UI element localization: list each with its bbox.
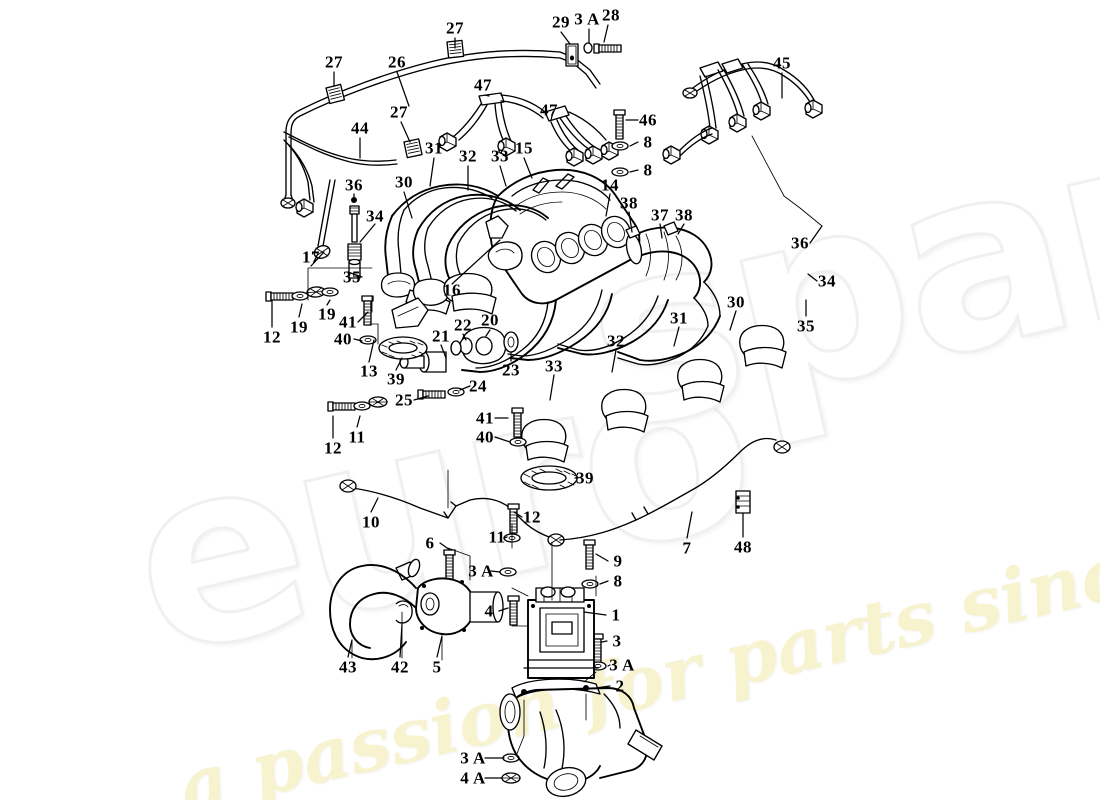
callout-number: 19 [290,317,308,337]
callout-number: 47 [540,100,558,120]
callout-number: 40 [334,329,352,349]
callout-number: 33 [491,146,509,166]
callout-number: 36 [791,233,809,253]
callout-number: 3 A [460,748,486,768]
callout-number: 40 [476,427,494,447]
callout-number: 20 [481,310,499,330]
ignition-wire-set-45 [662,58,823,165]
callout-number: 16 [443,280,461,300]
hose-43 [329,558,421,661]
callout-number: 24 [469,376,487,396]
callout-number: 48 [734,537,752,557]
callout-number: 31 [670,308,688,328]
bracket-29-hardware [565,42,622,67]
callout-number: 27 [325,52,343,72]
callout-number: 28 [602,5,620,25]
callout-number: 38 [675,205,693,225]
callout-number: 42 [391,657,409,677]
callout-number: 41 [339,312,357,332]
callout-number: 15 [515,138,533,158]
callout-number: 46 [639,110,657,130]
callout-number: 31 [425,138,443,158]
intake-manifold-left-runners [380,183,549,315]
intake-elbow-duct [499,687,663,798]
fuel-line-7 [559,437,791,541]
callout-number: 32 [459,146,477,166]
callout-number: 41 [476,408,494,428]
left-hardware-column [265,179,388,412]
callout-number: 10 [362,512,380,532]
callout-number: 38 [620,193,638,213]
callout-number: 25 [395,390,413,410]
intake-manifold-right-runners [461,289,787,463]
callout-number: 14 [601,175,619,195]
gasket-39-lower [520,465,579,491]
callout-number: 1 [611,605,621,625]
callout-number: 12 [324,438,342,458]
callout-number: 9 [613,551,623,571]
callout-number: 22 [454,315,472,335]
callout-number: 8 [613,571,623,591]
callout-number: 13 [360,361,378,381]
injector-harness-47-left [438,92,546,157]
callout-number: 27 [390,102,408,122]
callout-number: 3 A [609,655,635,675]
callout-number: 37 [651,205,669,225]
callout-number: 8 [643,132,653,152]
callout-number: 17 [302,247,320,267]
aux-air-valve-5 [415,577,504,636]
callout-number: 6 [425,533,435,553]
callout-number: 35 [343,267,361,287]
callout-number: 11 [348,427,366,447]
callout-number: 44 [351,118,369,138]
callout-number: 34 [818,271,836,291]
callout-number: 45 [773,53,791,73]
callout-number: 5 [432,657,442,677]
callout-number: 29 [552,12,570,32]
callout-number: 26 [388,52,406,72]
callout-number: 47 [474,75,492,95]
callout-number: 4 [484,601,494,621]
callout-number: 36 [345,175,363,195]
callout-number: 7 [682,538,692,558]
callout-number: 33 [545,356,563,376]
callout-number: 3 A [468,561,494,581]
callout-number: 8 [643,160,653,180]
callout-number: 2 [615,676,625,696]
callout-number: 39 [387,369,405,389]
callout-number: 35 [797,316,815,336]
callout-number: 30 [395,172,413,192]
callout-number: 21 [432,326,450,346]
air-coupling-37-clamps-38 [625,221,721,327]
bracket-13 [391,297,429,329]
throttle-body-1 [523,586,599,679]
callout-number: 19 [318,304,336,324]
aux-parts-20-25 [378,326,519,400]
callout-number: 39 [576,468,594,488]
leader-lines [271,24,823,779]
clip-48 [735,490,751,514]
callout-number: 43 [339,657,357,677]
intake-plenum-14 [485,168,641,305]
callout-number: 11 [488,527,506,547]
injector-harness-47-right [544,105,619,167]
callout-number: 32 [607,331,625,351]
callout-number: 27 [446,18,464,38]
upper-vacuum-lines [280,49,601,218]
callout-number: 12 [523,507,541,527]
callout-number: 30 [727,292,745,312]
callout-number: 12 [263,327,281,347]
construction-leaders [307,135,823,757]
callout-number: 34 [366,206,384,226]
callout-number: 4 A [460,768,486,788]
callout-number: 23 [502,360,520,380]
callout-number: 3 A [574,9,600,29]
callout-number: 3 [612,631,622,651]
